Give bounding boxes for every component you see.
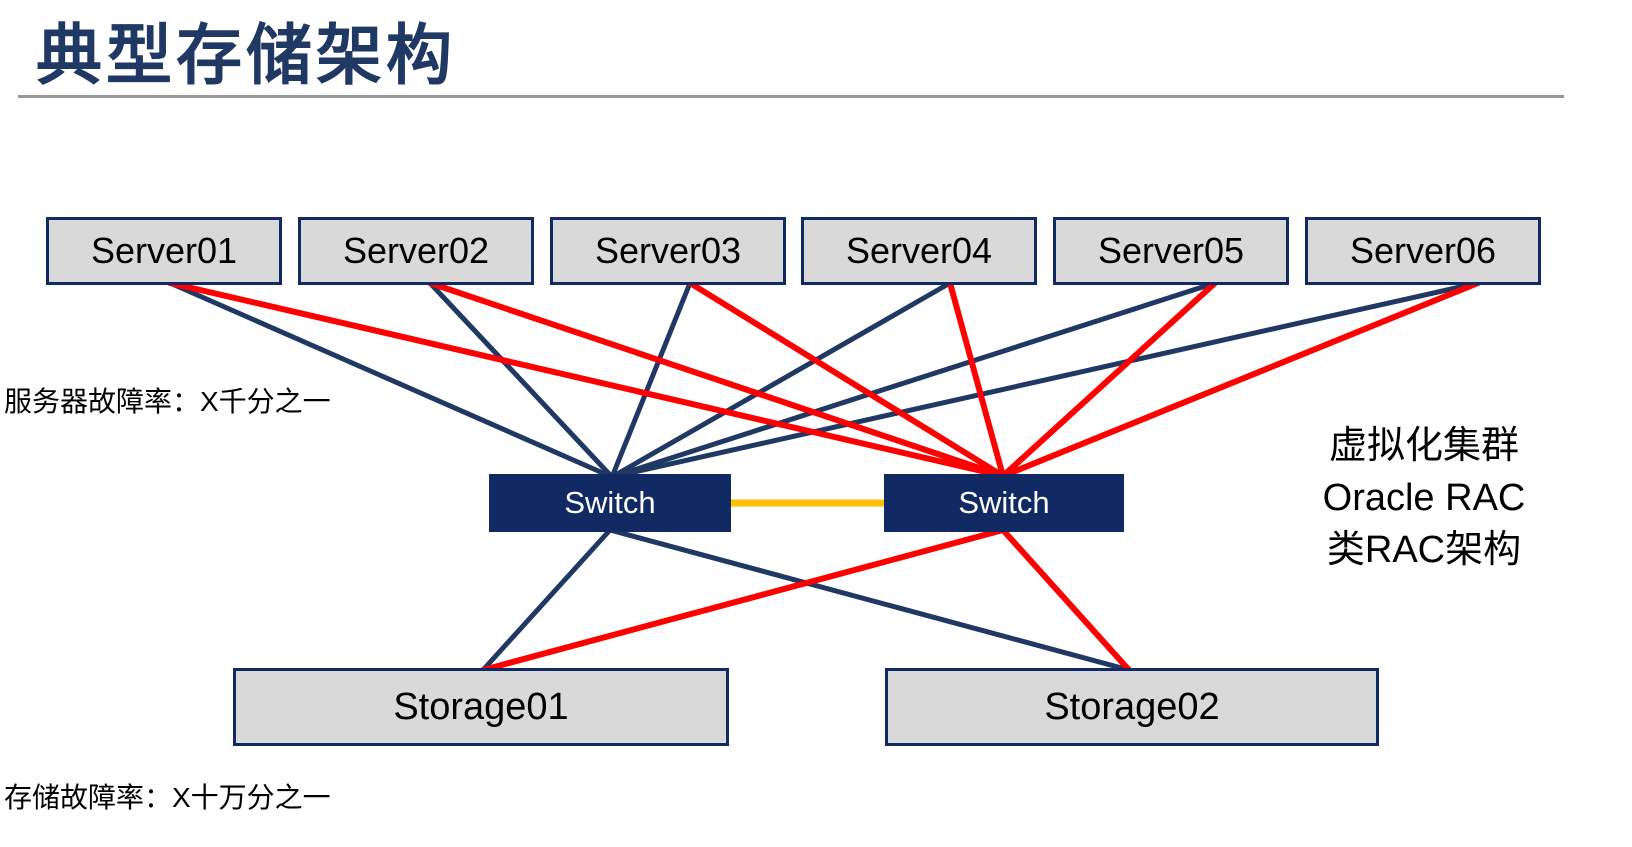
cluster-note-line-3: 类RAC架构 [1326, 529, 1522, 571]
server-failure-rate-label: 服务器故障率：X千分之一 [4, 386, 331, 417]
server-node-4: Server04 [801, 217, 1037, 285]
link-server3-left-switch [609, 280, 693, 480]
server-node-3: Server03 [550, 217, 786, 285]
switch-node-left: Switch [489, 474, 731, 532]
link-server1-left-switch [167, 280, 615, 480]
link-server4-right-switch [947, 280, 1006, 479]
link-server2-right-switch [427, 280, 1006, 479]
page-title: 典型存储架构 [36, 18, 456, 92]
link-server5-left-switch [609, 280, 1218, 480]
link-right-switch-storage2 [1000, 527, 1132, 673]
storage-node-2: Storage02 [885, 668, 1379, 746]
server-node-1: Server01 [46, 217, 282, 285]
link-server3-right-switch [687, 280, 1006, 479]
link-server4-left-switch [609, 280, 953, 480]
link-server6-right-switch [1000, 280, 1481, 479]
link-left-switch-storage1 [480, 527, 613, 673]
switch-node-right: Switch [884, 474, 1124, 532]
link-server6-left-switch [609, 280, 1481, 480]
server-node-5: Server05 [1053, 217, 1289, 285]
link-left-switch-storage2 [607, 527, 1132, 673]
link-right-switch-storage1 [480, 527, 1006, 673]
link-server5-right-switch [1000, 280, 1218, 479]
title-divider [18, 95, 1564, 98]
cluster-note-line-2: Oracle RAC [1322, 477, 1526, 519]
link-server1-right-switch [167, 280, 1006, 479]
cluster-architecture-note: 虚拟化集群 Oracle RAC 类RAC架构 [1268, 420, 1580, 576]
storage-failure-rate-label: 存储故障率：X十万分之一 [4, 782, 331, 813]
server-node-2: Server02 [298, 217, 534, 285]
storage-node-1: Storage01 [233, 668, 729, 746]
cluster-note-line-1: 虚拟化集群 [1328, 425, 1519, 467]
server-node-6: Server06 [1305, 217, 1541, 285]
link-server2-left-switch [427, 280, 615, 480]
